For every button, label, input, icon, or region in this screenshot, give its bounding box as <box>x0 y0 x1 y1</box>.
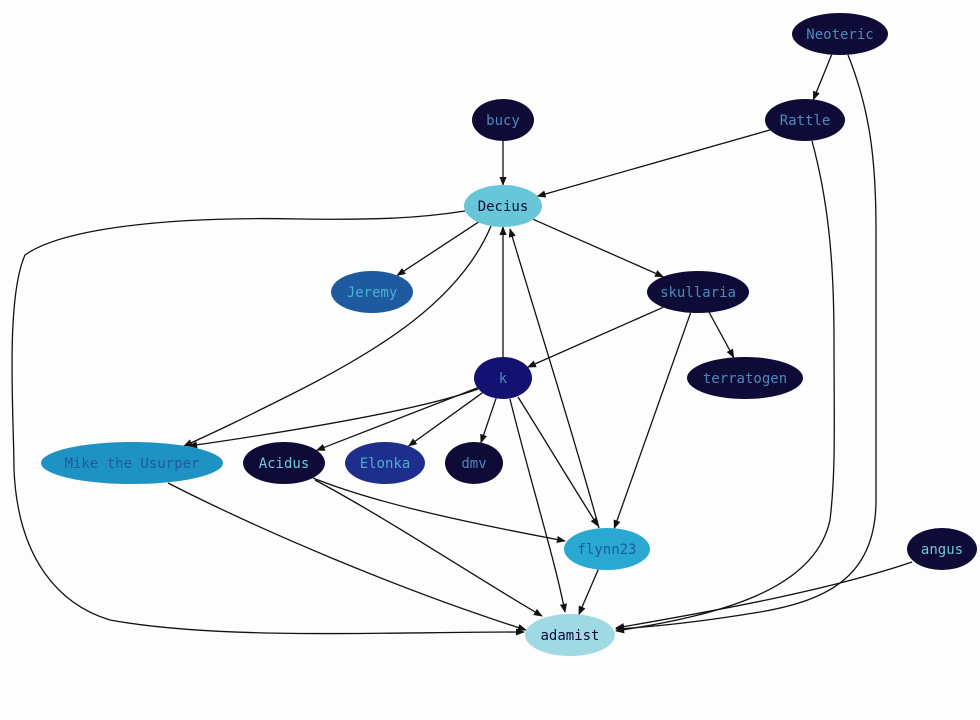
edges-layer <box>11 54 913 636</box>
node-mike-shape <box>41 442 223 484</box>
node-bucy-label: bucy <box>486 113 520 129</box>
node-adamist[interactable]: adamist <box>525 614 615 656</box>
node-terratogen[interactable]: terratogen <box>687 357 803 399</box>
edge-neoteric-to-adamist <box>615 54 877 633</box>
edge-k-to-dmv <box>480 398 497 444</box>
node-adamist-label: adamist <box>540 628 599 644</box>
edge-mike-to-adamist <box>167 482 527 631</box>
node-terratogen-label: terratogen <box>703 371 787 387</box>
node-rattle[interactable]: Rattle <box>765 99 845 141</box>
node-angus-label: angus <box>921 542 963 558</box>
node-bucy[interactable]: bucy <box>472 99 534 141</box>
node-elonka-label: Elonka <box>360 456 411 472</box>
node-neoteric-shape <box>792 13 888 55</box>
node-acidus-shape <box>243 442 325 484</box>
node-jeremy-label: Jeremy <box>347 285 398 301</box>
edge-flynn23-to-adamist <box>578 569 599 616</box>
edge-decius-to-skullaria <box>532 218 665 278</box>
edge-neoteric-to-rattle <box>812 54 833 101</box>
node-skullaria-label: skullaria <box>660 285 736 301</box>
edge-k-to-elonka <box>407 392 483 447</box>
edge-decius-to-jeremy <box>396 221 479 276</box>
node-terratogen-shape <box>687 357 803 399</box>
edge-skullaria-to-k <box>526 306 664 368</box>
node-jeremy-shape <box>331 271 413 313</box>
node-k-shape <box>474 357 532 399</box>
edge-skullaria-to-terratogen <box>708 312 735 359</box>
edge-flynn23-to-decius <box>508 228 600 529</box>
node-mike[interactable]: Mike the Usurper <box>41 442 223 484</box>
edge-decius-to-adamist <box>11 210 525 636</box>
node-mike-label: Mike the Usurper <box>65 456 200 472</box>
node-dmv-shape <box>445 442 503 484</box>
edge-angus-to-adamist <box>615 561 913 631</box>
node-k-label: k <box>499 371 508 387</box>
node-dmv[interactable]: dmv <box>445 442 503 484</box>
edge-acidus-to-adamist <box>314 479 543 617</box>
node-decius[interactable]: Decius <box>464 185 542 227</box>
node-neoteric[interactable]: Neoteric <box>792 13 888 55</box>
edge-k-to-mike <box>188 388 479 449</box>
node-skullaria-shape <box>647 271 749 313</box>
edge-rattle-to-decius <box>536 129 770 198</box>
edge-k-to-flynn23 <box>517 396 599 527</box>
edge-k-to-adamist <box>509 398 568 613</box>
edge-decius-to-mike <box>183 225 492 447</box>
node-jeremy[interactable]: Jeremy <box>331 271 413 313</box>
node-decius-label: Decius <box>478 199 529 215</box>
node-neoteric-label: Neoteric <box>806 27 873 43</box>
node-flynn23[interactable]: flynn23 <box>564 528 650 570</box>
node-flynn23-shape <box>564 528 650 570</box>
node-elonka-shape <box>345 442 425 484</box>
node-angus[interactable]: angus <box>907 528 977 570</box>
node-flynn23-label: flynn23 <box>577 542 636 558</box>
node-dmv-label: dmv <box>461 456 486 472</box>
node-acidus[interactable]: Acidus <box>243 442 325 484</box>
edge-k-to-acidus <box>315 387 478 451</box>
edge-rattle-to-adamist <box>615 140 835 634</box>
edge-acidus-to-flynn23 <box>312 477 566 544</box>
node-adamist-shape <box>525 614 615 656</box>
node-rattle-shape <box>765 99 845 141</box>
node-skullaria[interactable]: skullaria <box>647 271 749 313</box>
edge-skullaria-to-flynn23 <box>613 312 692 530</box>
node-decius-shape <box>464 185 542 227</box>
node-k[interactable]: k <box>474 357 532 399</box>
node-acidus-label: Acidus <box>259 456 310 472</box>
node-rattle-label: Rattle <box>780 113 831 129</box>
node-angus-shape <box>907 528 977 570</box>
node-elonka[interactable]: Elonka <box>345 442 425 484</box>
node-bucy-shape <box>472 99 534 141</box>
